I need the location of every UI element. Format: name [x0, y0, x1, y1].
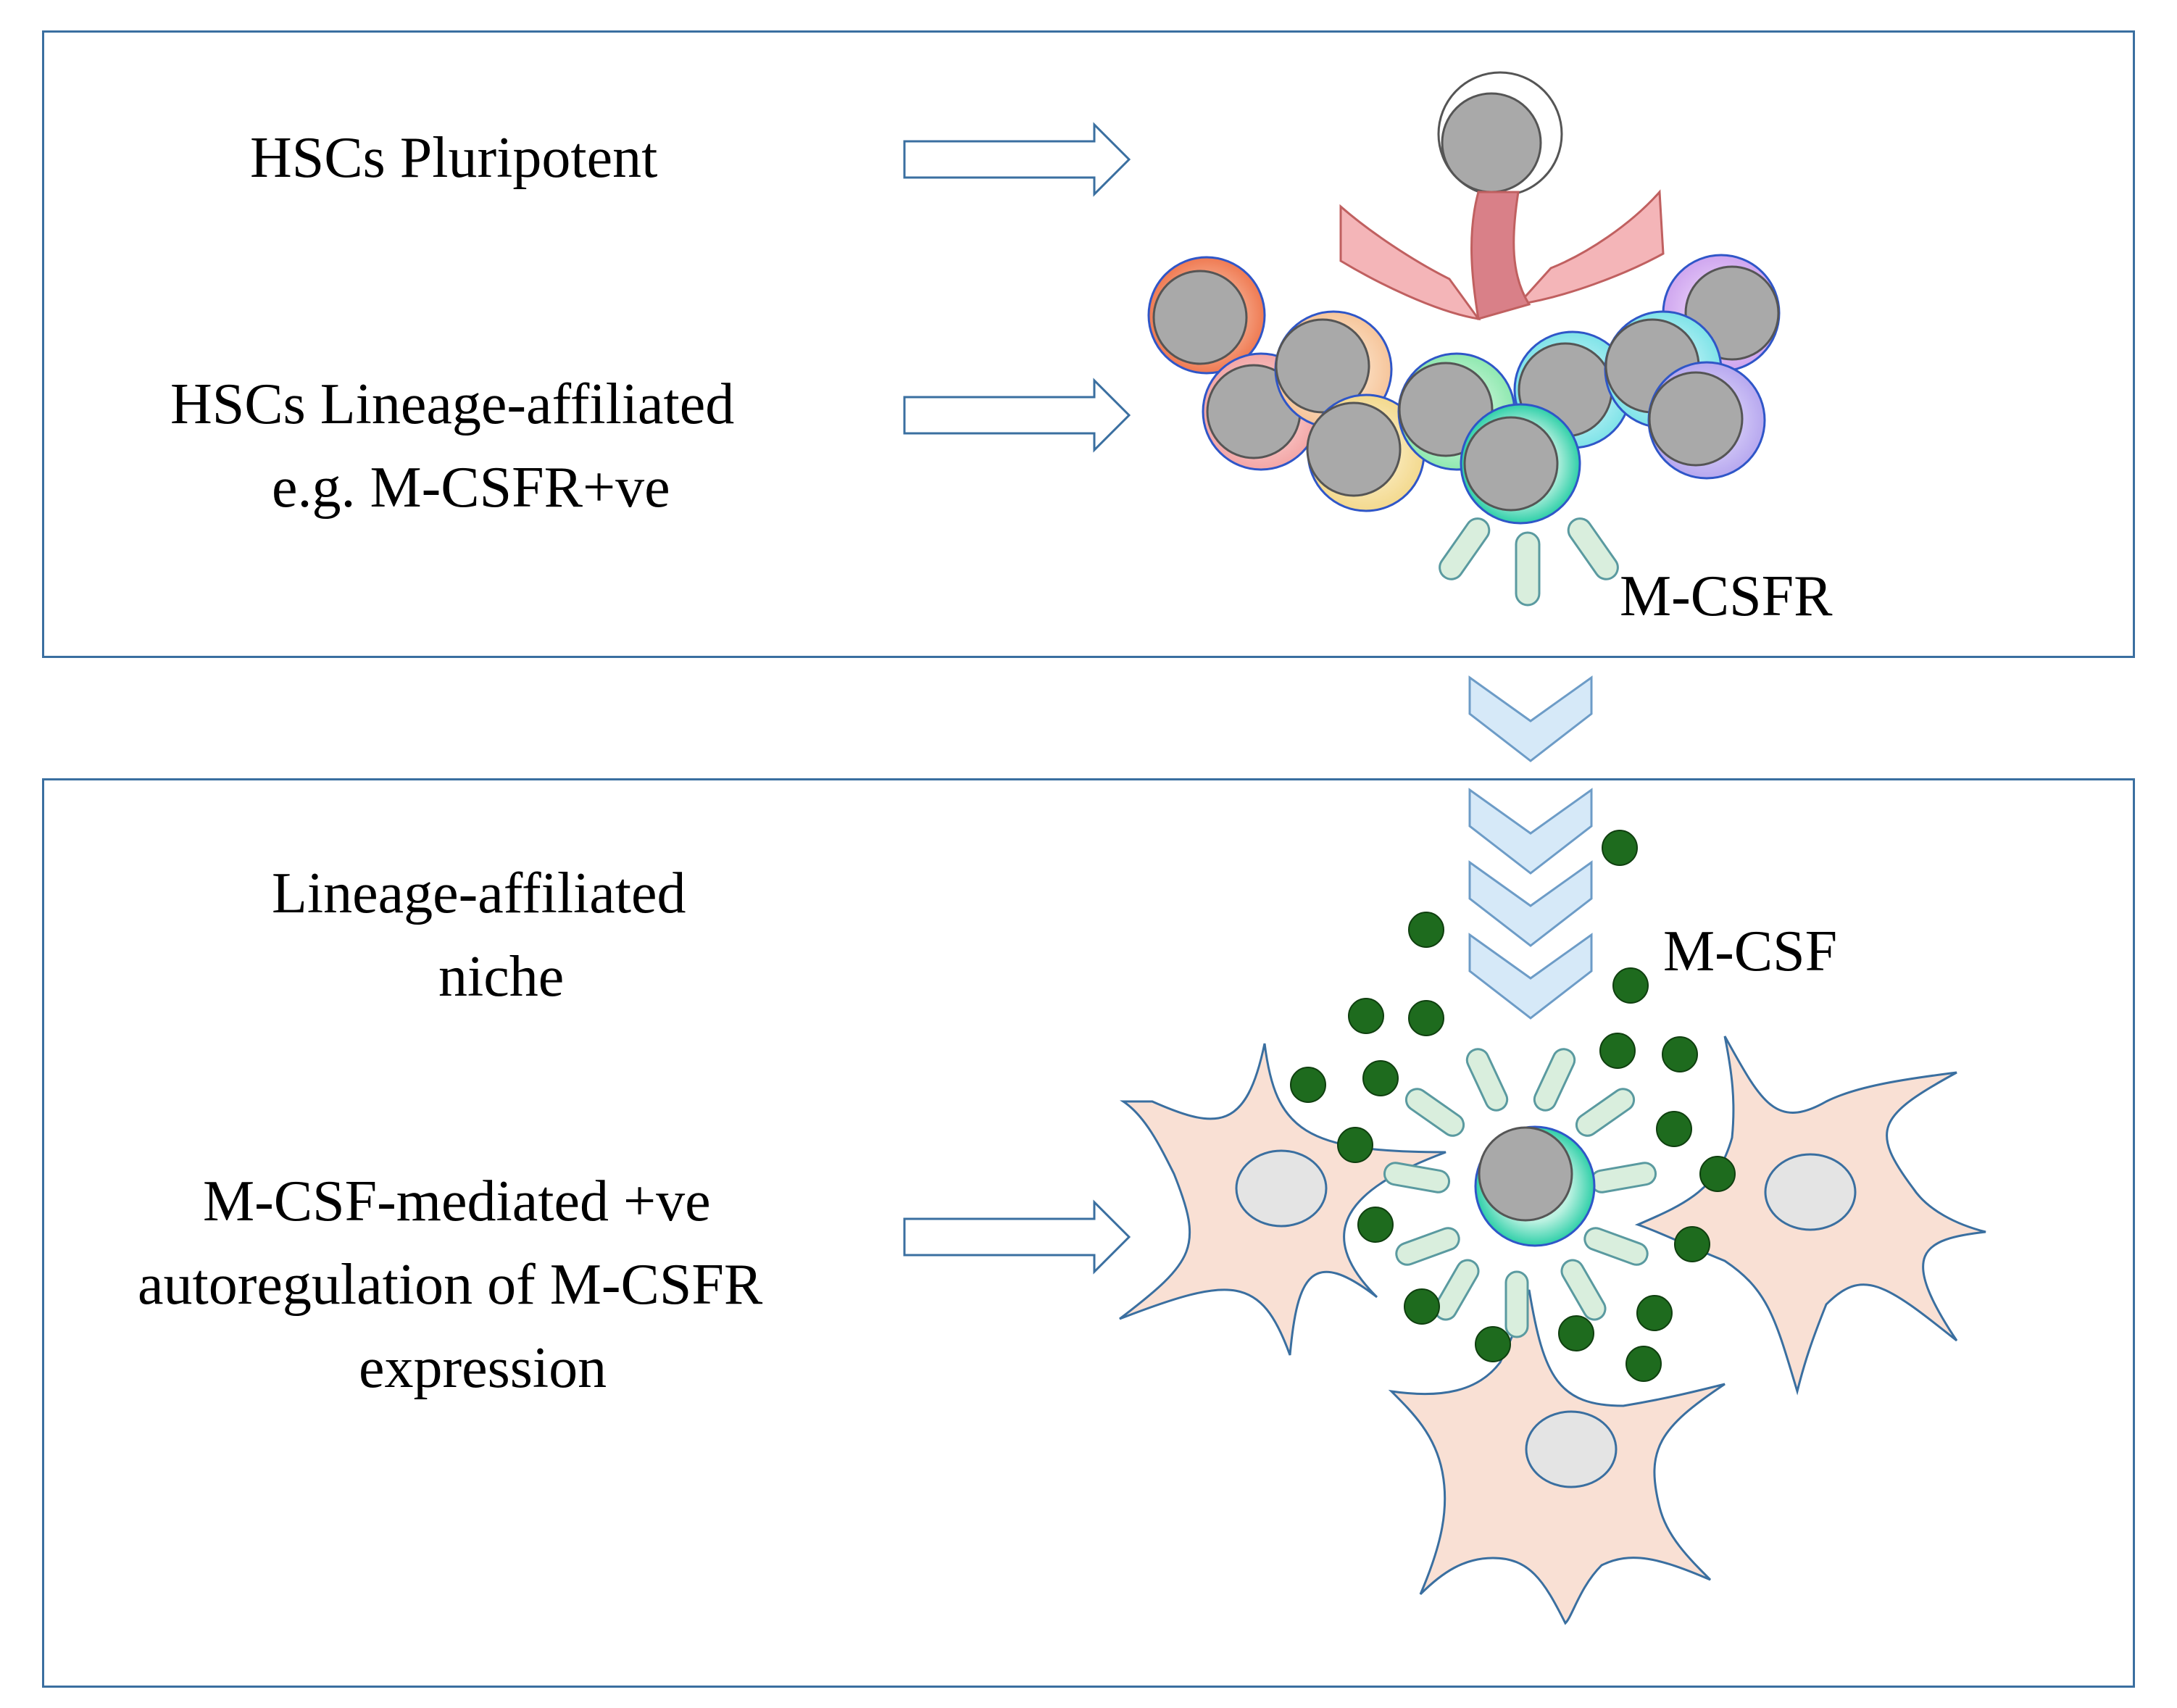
- cytokine-dot: [1362, 1060, 1399, 1096]
- m-csfr-label: M-CSFR: [1620, 565, 1833, 628]
- top-panel-frame: [42, 30, 2135, 658]
- arrow-lineage: [903, 378, 1131, 453]
- cytokine-dot: [1656, 1111, 1692, 1147]
- cytokine-dot: [1626, 1346, 1662, 1382]
- niche-ribbon: [1339, 189, 1665, 321]
- nucleus-bottom: [1525, 1410, 1618, 1488]
- cytokine-dot: [1662, 1036, 1698, 1072]
- cytokine-dot: [1636, 1295, 1673, 1331]
- cytokine-dot: [1674, 1226, 1710, 1262]
- cytokine-dot: [1558, 1315, 1594, 1351]
- chevron-group: [1468, 675, 1593, 1020]
- cytokine-dot: [1404, 1288, 1440, 1325]
- lineage-hsc-cluster: [1147, 254, 1781, 525]
- cytokine-dot: [1408, 912, 1444, 948]
- chevron-down-icon: [1468, 933, 1593, 1020]
- niche-label-line2: niche: [438, 945, 565, 1009]
- pluripotent-hsc-cell: [1437, 71, 1563, 197]
- hscs-lineage-label-line2: e.g. M-CSFR+ve: [272, 456, 670, 520]
- nucleus-right: [1764, 1153, 1857, 1231]
- cytokine-dot: [1602, 830, 1638, 866]
- nucleus-left: [1235, 1149, 1328, 1228]
- niche-label-line1: Lineage-affiliated: [272, 862, 686, 925]
- cytokine-dot: [1699, 1156, 1736, 1192]
- central-hsc-cell: [1474, 1125, 1596, 1247]
- chevron-down-icon: [1468, 675, 1593, 762]
- chevron-down-icon: [1468, 860, 1593, 947]
- autoregulation-label-line3: expression: [359, 1336, 607, 1400]
- m-csf-cytokines: [1290, 830, 1736, 1382]
- stromal-nuclei: [1235, 1149, 1857, 1488]
- stromal-cells: [1119, 1036, 1986, 1625]
- cytokine-dot: [1599, 1033, 1636, 1069]
- arrow-pluripotent: [903, 122, 1131, 197]
- m-csf-label: M-CSF: [1663, 920, 1838, 983]
- cytokine-dot: [1612, 967, 1649, 1004]
- m-csfr-receptors-top: [1439, 517, 1619, 607]
- chevron-down-icon: [1468, 788, 1593, 875]
- cytokine-dot: [1348, 998, 1384, 1034]
- cytokine-dot: [1290, 1067, 1326, 1103]
- autoregulation-label-line1: M-CSF-mediated +ve: [203, 1170, 711, 1233]
- autoregulation-label-line2: autoregulation of M-CSFR: [138, 1253, 763, 1317]
- cytokine-dot: [1475, 1326, 1511, 1362]
- hscs-lineage-label-line1: HSCs Lineage-affiliated: [170, 372, 735, 436]
- hscs-pluripotent-label: HSCs Pluripotent: [250, 126, 658, 190]
- cytokine-dot: [1337, 1127, 1373, 1163]
- arrow-autoregulation: [903, 1199, 1131, 1275]
- cytokine-dot: [1357, 1207, 1394, 1243]
- cytokine-dot: [1408, 1000, 1444, 1036]
